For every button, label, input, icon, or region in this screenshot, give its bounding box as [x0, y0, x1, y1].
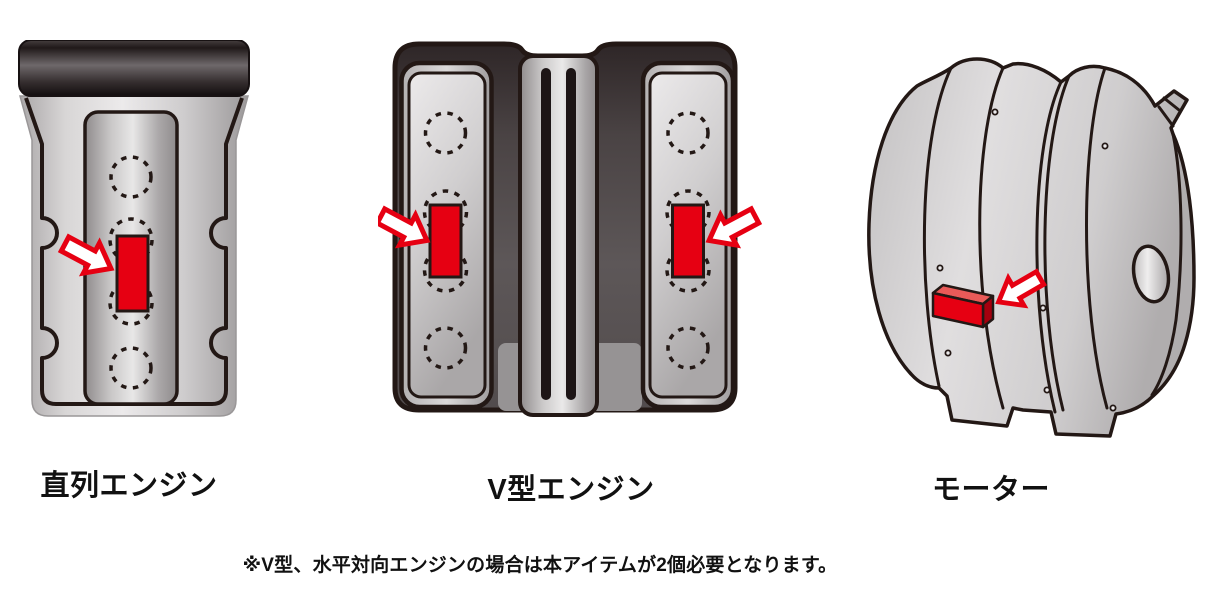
figure-label-motor: モーター — [931, 474, 1051, 506]
right-bank-cover — [640, 60, 736, 410]
v-engine-illustration — [378, 38, 762, 432]
position-arrow-icon — [705, 205, 762, 249]
inline-engine-svg — [18, 40, 250, 417]
valley-strip — [518, 54, 599, 417]
motor-illustration — [855, 46, 1207, 438]
figure-label-v-engine: V型エンジン — [487, 474, 655, 506]
position-arrow-icon — [995, 268, 1047, 309]
motor-svg — [867, 57, 1196, 438]
screw-dots — [936, 108, 1117, 412]
item-position-marker — [931, 283, 995, 329]
figure-label-inline-engine: 直列エンジン — [40, 470, 218, 502]
housing-seams — [922, 66, 1183, 414]
item-position-marker — [115, 234, 150, 313]
position-arrow-icon — [57, 233, 115, 277]
v-engine-svg — [378, 41, 762, 417]
engine-cap — [18, 40, 250, 97]
valley-slots — [541, 68, 576, 400]
item-position-marker — [671, 203, 705, 279]
position-arrow-icon — [378, 205, 431, 249]
motor-body — [867, 57, 1196, 438]
shaft-boss — [1131, 244, 1171, 304]
left-bank-cover — [399, 60, 494, 410]
item-position-marker — [428, 203, 463, 279]
inline-engine-illustration — [18, 40, 254, 435]
note-text: ※V型、水平対向エンジンの場合は本アイテムが2個必要となります。 — [242, 555, 838, 576]
